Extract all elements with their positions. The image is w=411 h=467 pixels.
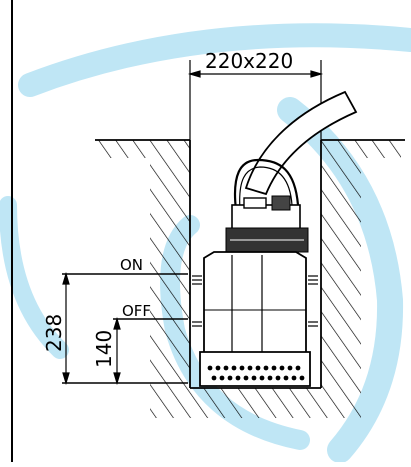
off-level-label: OFF bbox=[122, 302, 151, 320]
discharge-hose bbox=[244, 90, 358, 196]
pump bbox=[199, 158, 311, 387]
water-level-markers bbox=[192, 275, 318, 327]
pit-size-label: 220x220 bbox=[205, 49, 293, 73]
level-lines bbox=[62, 273, 188, 384]
ground-surface bbox=[95, 139, 405, 389]
height-dimensions bbox=[62, 271, 121, 386]
ground-hatch bbox=[95, 140, 401, 418]
on-level-label: ON bbox=[120, 256, 143, 274]
off-height-label: 140 bbox=[92, 330, 116, 368]
on-height-label: 238 bbox=[42, 314, 66, 352]
